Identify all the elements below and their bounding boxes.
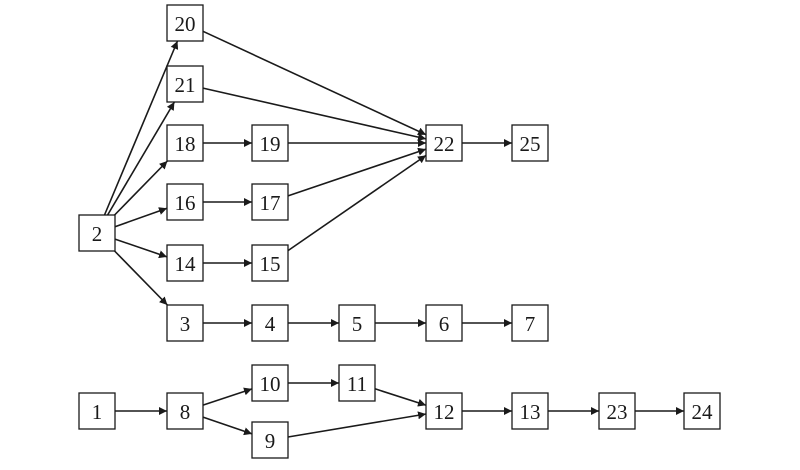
node-label: 9 <box>265 429 276 453</box>
node-8: 8 <box>166 392 204 430</box>
node-box <box>511 392 549 430</box>
node-2: 2 <box>78 214 116 252</box>
node-label: 12 <box>434 400 455 424</box>
node-box <box>251 183 289 221</box>
node-box <box>166 244 204 282</box>
node-box <box>251 364 289 402</box>
node-15: 15 <box>251 244 289 282</box>
edge-2-to-20 <box>103 40 179 216</box>
node-17: 17 <box>251 183 289 221</box>
node-label: 15 <box>260 252 281 276</box>
node-14: 14 <box>166 244 204 282</box>
node-label: 6 <box>439 312 450 336</box>
node-21: 21 <box>166 65 204 103</box>
node-box <box>425 124 463 162</box>
node-19: 19 <box>251 124 289 162</box>
node-box <box>425 304 463 342</box>
node-box <box>166 392 204 430</box>
node-box <box>166 124 204 162</box>
edge-8-to-9 <box>202 416 253 436</box>
node-3: 3 <box>166 304 204 342</box>
node-label: 2 <box>92 222 103 246</box>
node-box <box>511 124 549 162</box>
edge-2-to-18 <box>114 160 168 216</box>
node-label: 4 <box>265 312 276 336</box>
node-25: 25 <box>511 124 549 162</box>
edge-21-to-22 <box>202 87 427 142</box>
node-box <box>78 214 116 252</box>
node-box <box>338 304 376 342</box>
edge-9-to-12 <box>287 411 427 438</box>
node-label: 22 <box>434 132 455 156</box>
node-box <box>598 392 636 430</box>
edge-2-to-3 <box>114 250 168 306</box>
node-label: 24 <box>692 400 714 424</box>
node-box <box>251 244 289 282</box>
node-24: 24 <box>683 392 721 430</box>
node-label: 20 <box>175 12 196 36</box>
node-11: 11 <box>338 364 376 402</box>
node-12: 12 <box>425 392 463 430</box>
node-box <box>166 4 204 42</box>
node-22: 22 <box>425 124 463 162</box>
node-box <box>166 65 204 103</box>
node-5: 5 <box>338 304 376 342</box>
node-label: 1 <box>92 400 103 424</box>
edge-17-to-22 <box>287 147 427 197</box>
node-13: 13 <box>511 392 549 430</box>
edges <box>103 30 684 438</box>
node-box <box>251 421 289 459</box>
node-box <box>166 304 204 342</box>
node-label: 18 <box>175 132 196 156</box>
node-label: 7 <box>525 312 536 336</box>
node-label: 14 <box>175 252 197 276</box>
edge-2-to-14 <box>114 238 168 259</box>
node-18: 18 <box>166 124 204 162</box>
node-label: 13 <box>520 400 541 424</box>
node-box <box>683 392 721 430</box>
node-label: 17 <box>260 191 281 215</box>
node-box <box>166 183 204 221</box>
node-label: 3 <box>180 312 191 336</box>
edge-15-to-22 <box>287 154 427 252</box>
node-box <box>511 304 549 342</box>
node-20: 20 <box>166 4 204 42</box>
edge-2-to-21 <box>106 101 176 216</box>
node-23: 23 <box>598 392 636 430</box>
node-label: 5 <box>352 312 363 336</box>
node-label: 10 <box>260 372 281 396</box>
node-box <box>251 124 289 162</box>
node-9: 9 <box>251 421 289 459</box>
node-box <box>78 392 116 430</box>
edge-11-to-12 <box>374 388 427 407</box>
node-label: 23 <box>607 400 628 424</box>
node-label: 19 <box>260 132 281 156</box>
node-box <box>425 392 463 430</box>
node-4: 4 <box>251 304 289 342</box>
node-box <box>251 304 289 342</box>
edge-20-to-22 <box>202 30 427 136</box>
node-box <box>338 364 376 402</box>
node-7: 7 <box>511 304 549 342</box>
node-16: 16 <box>166 183 204 221</box>
edge-8-to-10 <box>202 387 253 406</box>
node-label: 25 <box>520 132 541 156</box>
node-label: 11 <box>347 372 367 396</box>
node-label: 16 <box>175 191 196 215</box>
edge-2-to-16 <box>114 207 168 228</box>
node-label: 8 <box>180 400 191 424</box>
node-1: 1 <box>78 392 116 430</box>
node-label: 21 <box>175 73 196 97</box>
node-10: 10 <box>251 364 289 402</box>
node-6: 6 <box>425 304 463 342</box>
